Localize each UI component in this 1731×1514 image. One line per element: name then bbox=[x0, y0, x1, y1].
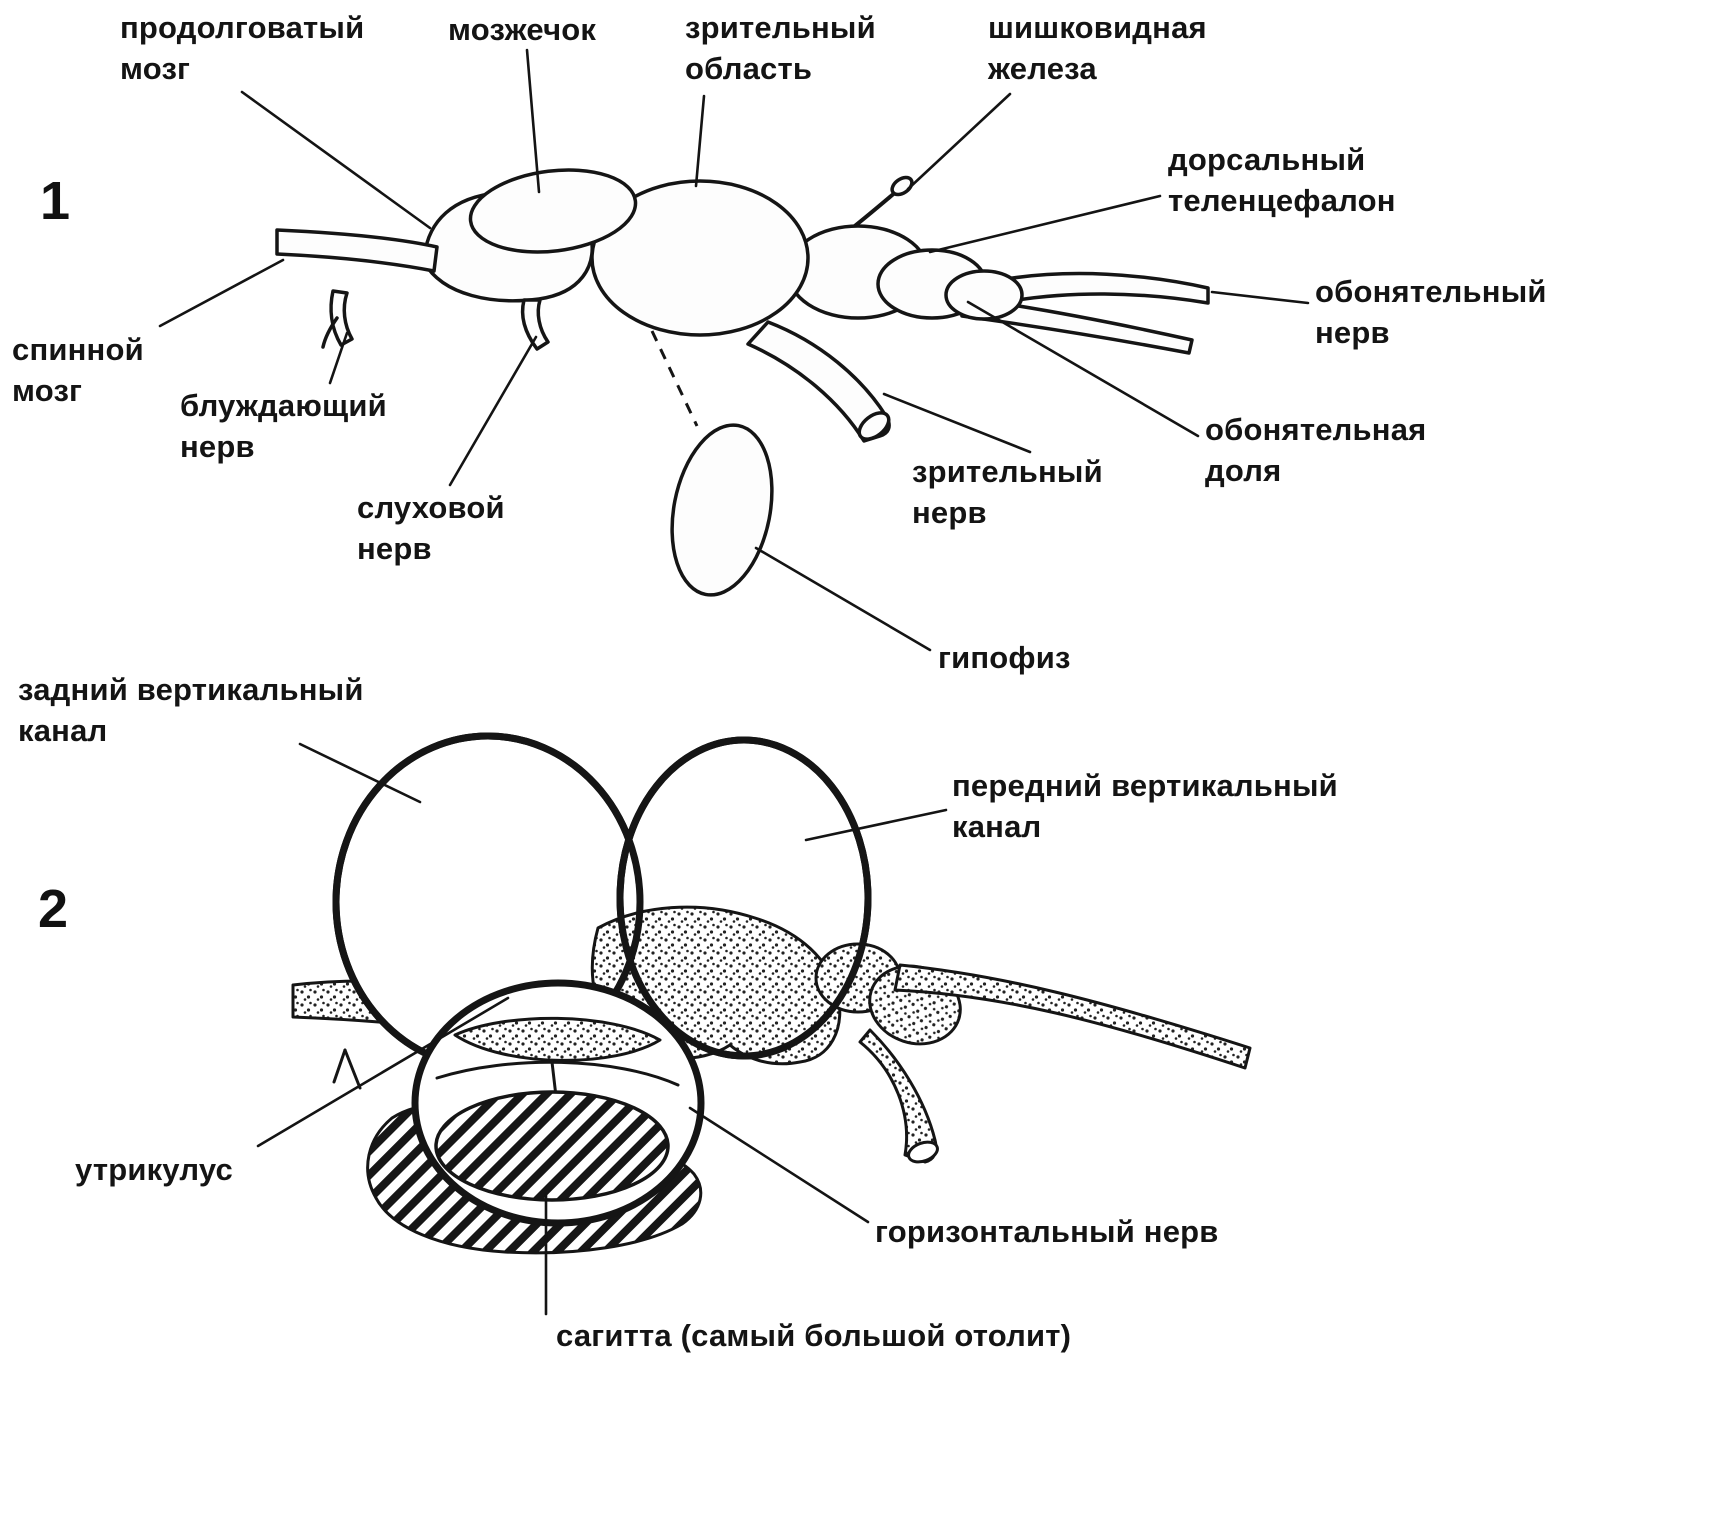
label-olfactory-nerve: обонятельный нерв bbox=[1315, 274, 1547, 350]
label-hypophysis: гипофиз bbox=[938, 640, 1071, 675]
leader-auditory bbox=[448, 335, 538, 487]
label-auditory-nerve: слуховой нерв bbox=[357, 490, 505, 566]
leader-cerebellum bbox=[525, 48, 541, 194]
sacculus-chord-line bbox=[435, 1060, 680, 1087]
label-dorsal-telencephalon: дорсальный теленцефалон bbox=[1168, 142, 1396, 218]
label-optic-nerve: зрительный нерв bbox=[912, 454, 1103, 530]
ear-twig-2 bbox=[343, 1048, 362, 1090]
vagus-nerve-shape bbox=[329, 289, 354, 347]
label-anterior-vertical-canal: передний вертикальный канал bbox=[952, 768, 1338, 844]
leader-spinal-cord bbox=[158, 258, 285, 328]
leader-medulla bbox=[240, 90, 432, 230]
olfactory-lobe-shape bbox=[944, 269, 1024, 321]
leader-horizontal-nerve bbox=[688, 1106, 870, 1224]
figure2-ear-drawing bbox=[291, 732, 1252, 1255]
label-optic-region: зрительный область bbox=[685, 10, 876, 86]
label-sagitta: сагитта (самый большой отолит) bbox=[556, 1318, 1072, 1353]
label-horizontal-nerve: горизонтальный нерв bbox=[875, 1214, 1219, 1249]
label-vagus-nerve: блуждающий нерв bbox=[180, 388, 387, 464]
optic-nerve-shape bbox=[746, 320, 891, 443]
anterior-canal-ring-outline bbox=[616, 736, 872, 1060]
cerebellum-shape bbox=[468, 168, 638, 254]
auditory-nerve-shape bbox=[520, 298, 550, 351]
label-utriculus: утрикулус bbox=[75, 1152, 233, 1187]
leader-dorsal-telencephalon bbox=[928, 194, 1162, 254]
label-olfactory-lobe: обонятельная доля bbox=[1205, 412, 1427, 488]
sacculus-stippled-wedge bbox=[453, 1016, 662, 1062]
spinal-cord-shape bbox=[275, 228, 439, 273]
label-cerebellum: мозжечок bbox=[448, 12, 597, 47]
leader-posterior-canal bbox=[298, 742, 422, 804]
leader-pineal bbox=[906, 92, 1012, 191]
ear-twig-1 bbox=[332, 1048, 347, 1084]
figure2-number: 2 bbox=[38, 879, 69, 939]
olfactory-nerve-strand-a bbox=[998, 271, 1210, 305]
leader-olfactory-lobe bbox=[966, 300, 1200, 438]
hypophysis-dashed-link bbox=[650, 330, 699, 427]
leader-hypophysis bbox=[754, 546, 932, 652]
leader-utriculus bbox=[256, 996, 510, 1148]
figure2-leader-lines bbox=[256, 742, 948, 1316]
right-long-strand bbox=[893, 963, 1252, 1070]
olfactory-nerve-strand-b bbox=[960, 296, 1194, 355]
leader-vagus bbox=[328, 331, 349, 385]
leader-optic-region bbox=[694, 94, 706, 188]
vagus-nerve-branch bbox=[321, 316, 339, 349]
figure1-number: 1 bbox=[40, 171, 71, 231]
hypophysis-shape bbox=[670, 423, 774, 597]
pineal-knob-shape bbox=[890, 175, 914, 197]
label-medulla: продолговатый мозг bbox=[120, 10, 365, 86]
label-pineal-gland: шишковидная железа bbox=[988, 10, 1207, 86]
down-strand-open-end bbox=[907, 1140, 939, 1164]
leader-optic-nerve bbox=[882, 392, 1032, 454]
figure1-brain-drawing bbox=[275, 168, 1210, 597]
figure1-leader-lines bbox=[158, 48, 1310, 652]
optic-nerve-end-shape bbox=[857, 411, 891, 441]
leader-olfactory-nerve bbox=[1210, 290, 1310, 305]
label-posterior-vertical-canal: задний вертикальный канал bbox=[18, 672, 364, 748]
leader-anterior-canal bbox=[804, 808, 948, 842]
sagitta-otolith-shape bbox=[434, 1090, 670, 1202]
label-spinal-cord: спинной мозг bbox=[12, 332, 144, 408]
